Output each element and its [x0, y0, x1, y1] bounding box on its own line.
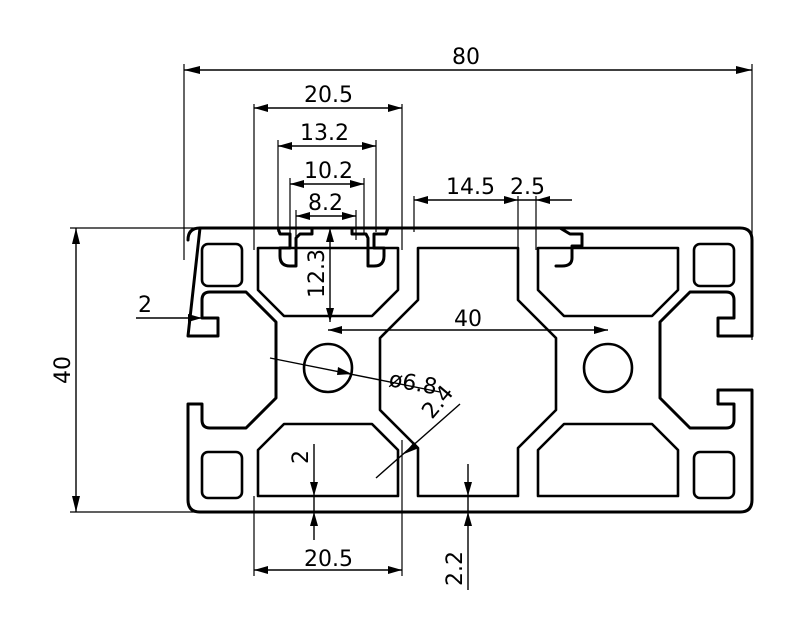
- slot-chamber-bottom-left: [256, 422, 400, 498]
- dim-lip-thickness: 2.5: [510, 175, 545, 200]
- core-hole-right: [582, 342, 634, 394]
- dim-bottom-wall: 2: [289, 450, 314, 464]
- dim-inner-offset: 14.5: [446, 175, 495, 200]
- dimension-lines: [70, 64, 753, 590]
- dim-overall-height: 40: [51, 356, 76, 384]
- interior-cavities: [200, 242, 736, 500]
- dim-slot-width-13: 13.2: [300, 121, 349, 146]
- dim-slot-width-top: 20.5: [304, 83, 353, 108]
- dim-slot-depth: 12.3: [305, 249, 330, 298]
- dim-overall-width: 80: [452, 45, 480, 70]
- dim-slot-width-bottom: 20.5: [304, 547, 353, 572]
- core-hole-left: [302, 342, 354, 394]
- slot-chamber-top-right: [536, 246, 680, 318]
- slot-chamber-top-left: [256, 246, 400, 318]
- profile-outline: [186, 226, 754, 514]
- dim-slot-width-10: 10.2: [304, 159, 353, 184]
- slot-chamber-bottom-right: [536, 422, 680, 498]
- dim-wall-thickness: 2: [138, 293, 152, 318]
- pocket-top-right: [692, 242, 736, 288]
- dim-slot-opening: 8.2: [308, 191, 343, 216]
- center-cavity: [378, 246, 558, 498]
- dim-hole-spacing: 40: [454, 307, 482, 332]
- pocket-bottom-left: [200, 450, 244, 500]
- dim-bottom-offset: 2.2: [443, 551, 468, 586]
- pocket-bottom-right: [692, 450, 736, 500]
- pocket-top-left: [200, 242, 244, 288]
